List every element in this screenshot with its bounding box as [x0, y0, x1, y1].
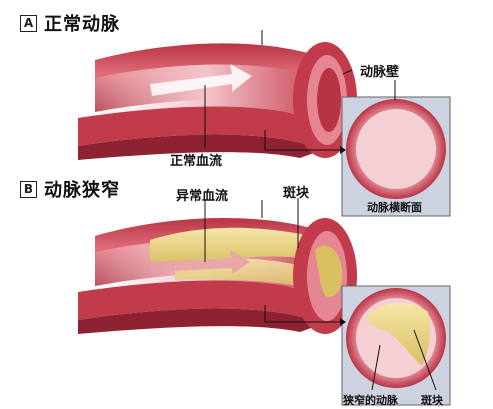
- narrowed-cross-section-panel: [341, 285, 451, 406]
- narrowed-artery-illustration: [78, 217, 357, 334]
- cross-section-normal-label: 动脉横断面: [367, 201, 422, 214]
- normal-artery-illustration: [78, 42, 357, 160]
- section-b-title: 动脉狭窄: [44, 180, 120, 201]
- abnormal-flow-arrow: [150, 250, 250, 274]
- abnormal-flow-label: 异常血流: [176, 189, 229, 204]
- artery-wall-label: 动脉壁: [360, 65, 400, 80]
- plaque-label-top: 斑块: [283, 186, 310, 201]
- section-a-title: 正常动脉: [44, 14, 120, 35]
- narrowed-artery-label: 狭窄的动脉: [343, 394, 398, 407]
- section-b-badge: B: [20, 180, 37, 198]
- normal-cross-section-panel: [341, 96, 451, 217]
- section-b-header: B 动脉狭窄: [20, 176, 120, 202]
- section-a-badge: A: [20, 14, 37, 32]
- section-a-header: A 正常动脉: [20, 10, 120, 36]
- normal-flow-arrow: [150, 64, 252, 96]
- normal-flow-label: 正常血流: [170, 154, 223, 169]
- leader-lines: [204, 30, 437, 391]
- plaque-label-bottom: 斑块: [421, 394, 443, 407]
- plaque-deposit: [150, 227, 322, 264]
